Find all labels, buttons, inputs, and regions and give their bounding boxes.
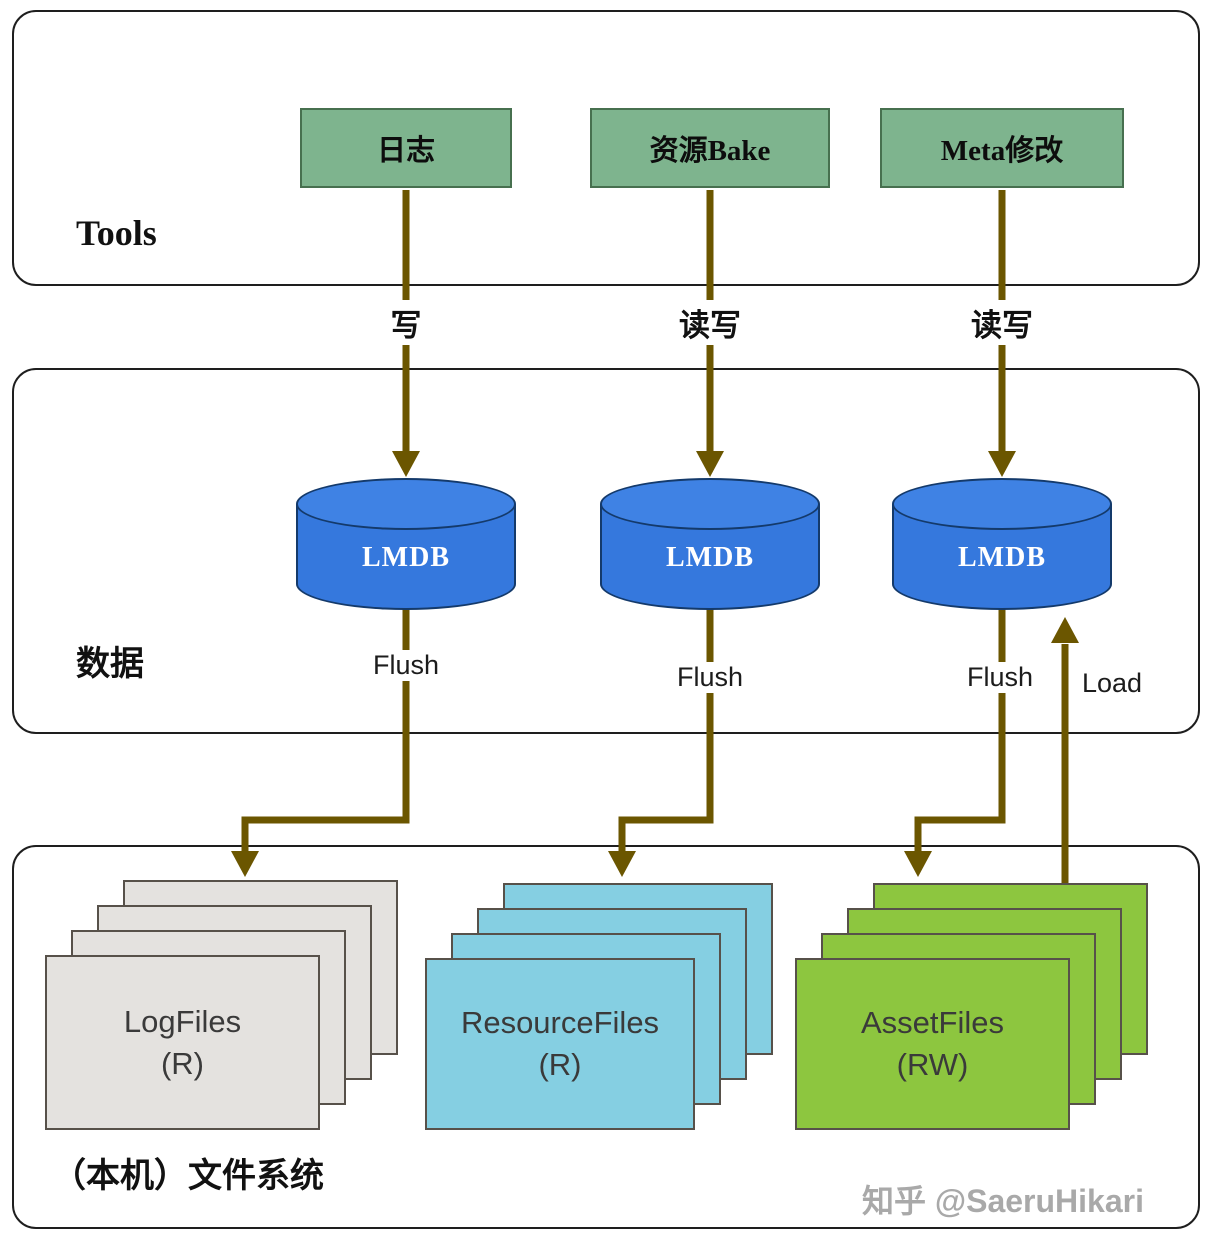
database-label: LMDB [958, 542, 1046, 573]
cylinder-top [892, 478, 1112, 530]
stack-mode: (RW) [896, 1047, 969, 1082]
tools-section [12, 10, 1200, 286]
data-section-label: 数据 [76, 645, 144, 683]
database-cylinder-3: LMDB [892, 478, 1112, 610]
flush-label-1: Flush [367, 650, 445, 681]
flush-label-2: Flush [671, 662, 749, 693]
filesystem-section-label: （本机）文件系统 [52, 1157, 324, 1195]
load-label: Load [1081, 668, 1143, 698]
cylinder-top [600, 478, 820, 530]
filesystem-section [12, 845, 1200, 1229]
tool-box-logs: 日志 [300, 108, 512, 188]
database-cylinder-1: LMDB [296, 478, 516, 610]
tool-box-resource-bake: 资源Bake [590, 108, 830, 188]
stack-front-assetfiles: AssetFiles (RW) [795, 958, 1070, 1130]
access-label-readwrite-1: 读写 [673, 300, 747, 345]
stack-mode: (R) [538, 1047, 582, 1082]
database-label: LMDB [666, 542, 754, 573]
stack-mode: (R) [160, 1045, 205, 1081]
cylinder-top [296, 478, 516, 530]
database-label: LMDB [362, 542, 450, 573]
access-label-readwrite-2: 读写 [965, 300, 1039, 345]
access-label-write: 写 [384, 300, 428, 345]
tool-box-meta-edit: Meta修改 [880, 108, 1124, 188]
stack-front-logfiles: LogFiles (R) [45, 955, 320, 1130]
stack-title: LogFiles [123, 1003, 242, 1039]
tools-section-label: Tools [76, 213, 157, 253]
database-cylinder-2: LMDB [600, 478, 820, 610]
stack-title: AssetFiles [861, 1005, 1004, 1040]
flush-label-3: Flush [961, 662, 1039, 693]
stack-front-resourcefiles: ResourceFiles (R) [425, 958, 695, 1130]
watermark: 知乎 @SaeruHikari [862, 1183, 1144, 1219]
stack-title: ResourceFiles [460, 1005, 660, 1040]
data-section [12, 368, 1200, 734]
